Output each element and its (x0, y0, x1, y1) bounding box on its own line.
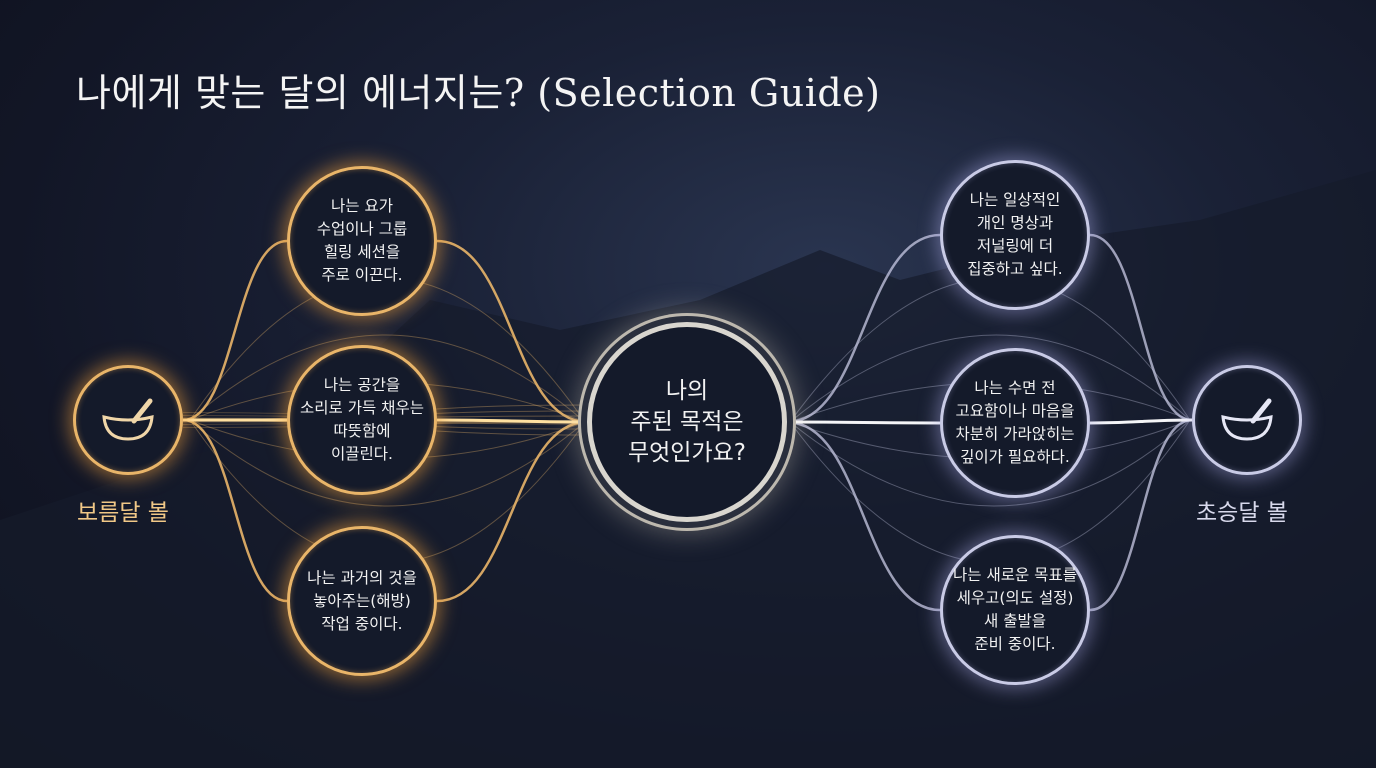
connector-line (789, 334, 1191, 423)
option-warm-sound[interactable]: 나는 공간을 소리로 가득 채우는 따뜻함에 이끌린다. (287, 345, 437, 495)
connector-line (1089, 233, 1193, 422)
connector-line (436, 239, 588, 424)
option-group-healing[interactable]: 나는 요가 수업이나 그룹 힐링 세션을 주로 이끈다. (287, 166, 437, 316)
option-new-intention[interactable]: 나는 새로운 목표를 세우고(의도 설정) 새 출발을 준비 중이다. (940, 535, 1090, 685)
connector-line (786, 420, 941, 612)
singing-bowl-icon (1221, 398, 1273, 441)
connector-line (789, 419, 1191, 507)
connector-line (786, 233, 941, 424)
connector-line (436, 418, 588, 424)
full-moon-bowl-node[interactable] (73, 365, 183, 475)
connector-line (1089, 418, 1193, 612)
center-question: 나의 주된 목적은 무엇인가요? (587, 322, 787, 522)
connector-line (786, 420, 941, 425)
connector-line (182, 418, 288, 603)
connector-line (1089, 418, 1193, 425)
new-moon-bowl-node[interactable] (1192, 365, 1302, 475)
connector-line (436, 420, 588, 603)
option-release[interactable]: 나는 과거의 것을 놓아주는(해방) 작업 중이다. (287, 526, 437, 676)
singing-bowl-icon (102, 398, 154, 441)
option-daily-meditation[interactable]: 나는 일상적인 개인 명상과 저널링에 더 집중하고 싶다. (940, 160, 1090, 310)
option-sleep-calm[interactable]: 나는 수면 전 고요함이나 마음을 차분히 가라앉히는 깊이가 필요하다. (940, 348, 1090, 498)
full-moon-bowl-label: 보름달 볼 (77, 500, 169, 526)
connector-line (189, 419, 586, 507)
connector-line (182, 239, 288, 422)
connector-line (189, 334, 586, 423)
new-moon-bowl-label: 초승달 볼 (1196, 500, 1288, 526)
page-title: 나에게 맞는 달의 에너지는? (Selection Guide) (76, 71, 881, 115)
